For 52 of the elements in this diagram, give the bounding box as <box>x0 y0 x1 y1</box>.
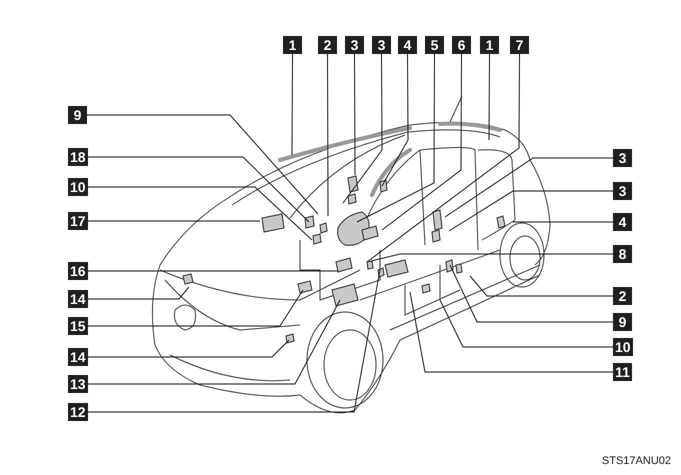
callout-number: 11 <box>613 363 632 381</box>
leader-line <box>354 54 356 176</box>
leader-line <box>488 54 490 140</box>
callout-number: 6 <box>452 36 471 54</box>
callout-number: 3 <box>613 149 632 167</box>
callout-number: 10 <box>613 338 633 356</box>
callout-number: 17 <box>68 212 88 230</box>
leader-line <box>292 54 293 156</box>
callout-number: 8 <box>613 245 632 263</box>
leader-line <box>342 54 382 204</box>
leader-line <box>86 290 304 326</box>
callout-number: 2 <box>318 36 337 54</box>
callout-number: 4 <box>398 36 417 54</box>
callout-number: 4 <box>613 213 632 231</box>
callout-number: 2 <box>613 287 632 305</box>
leader-line <box>86 156 310 222</box>
callout-number: 18 <box>68 148 88 166</box>
leader-line <box>86 220 260 222</box>
leader-line <box>86 270 338 272</box>
callout-number: 3 <box>613 182 632 200</box>
leader-line <box>440 300 614 348</box>
callout-number: 16 <box>68 262 88 280</box>
leader-line <box>86 114 318 214</box>
leader-line <box>86 270 380 412</box>
leader-line <box>410 292 614 372</box>
callout-number: 9 <box>613 313 632 331</box>
callout-number: 13 <box>68 375 88 393</box>
callout-number: 5 <box>425 36 444 54</box>
callout-number: 1 <box>283 36 302 54</box>
callout-number: 14 <box>68 290 88 308</box>
leader-line <box>366 54 520 262</box>
leader-line <box>327 54 328 216</box>
leader-line <box>86 300 340 384</box>
leader-line <box>382 54 462 230</box>
callout-number: 12 <box>68 403 88 421</box>
callout-number: 7 <box>510 36 529 54</box>
leader-line <box>382 54 408 186</box>
callout-number: 3 <box>345 36 364 54</box>
leader-line <box>356 54 435 222</box>
callout-number: 3 <box>372 36 391 54</box>
callout-number: 15 <box>68 317 88 335</box>
callout-number: 14 <box>68 348 88 366</box>
leader-line <box>450 264 614 322</box>
callout-number: 9 <box>68 106 87 124</box>
leader-line <box>370 254 614 262</box>
leader-line <box>86 186 312 240</box>
callout-number: 1 <box>480 36 499 54</box>
callout-number: 10 <box>68 178 88 196</box>
leader-line <box>86 286 190 300</box>
leader-line <box>470 276 614 296</box>
leader-line <box>86 340 290 358</box>
figure-code: STS17ANU02 <box>602 455 671 467</box>
